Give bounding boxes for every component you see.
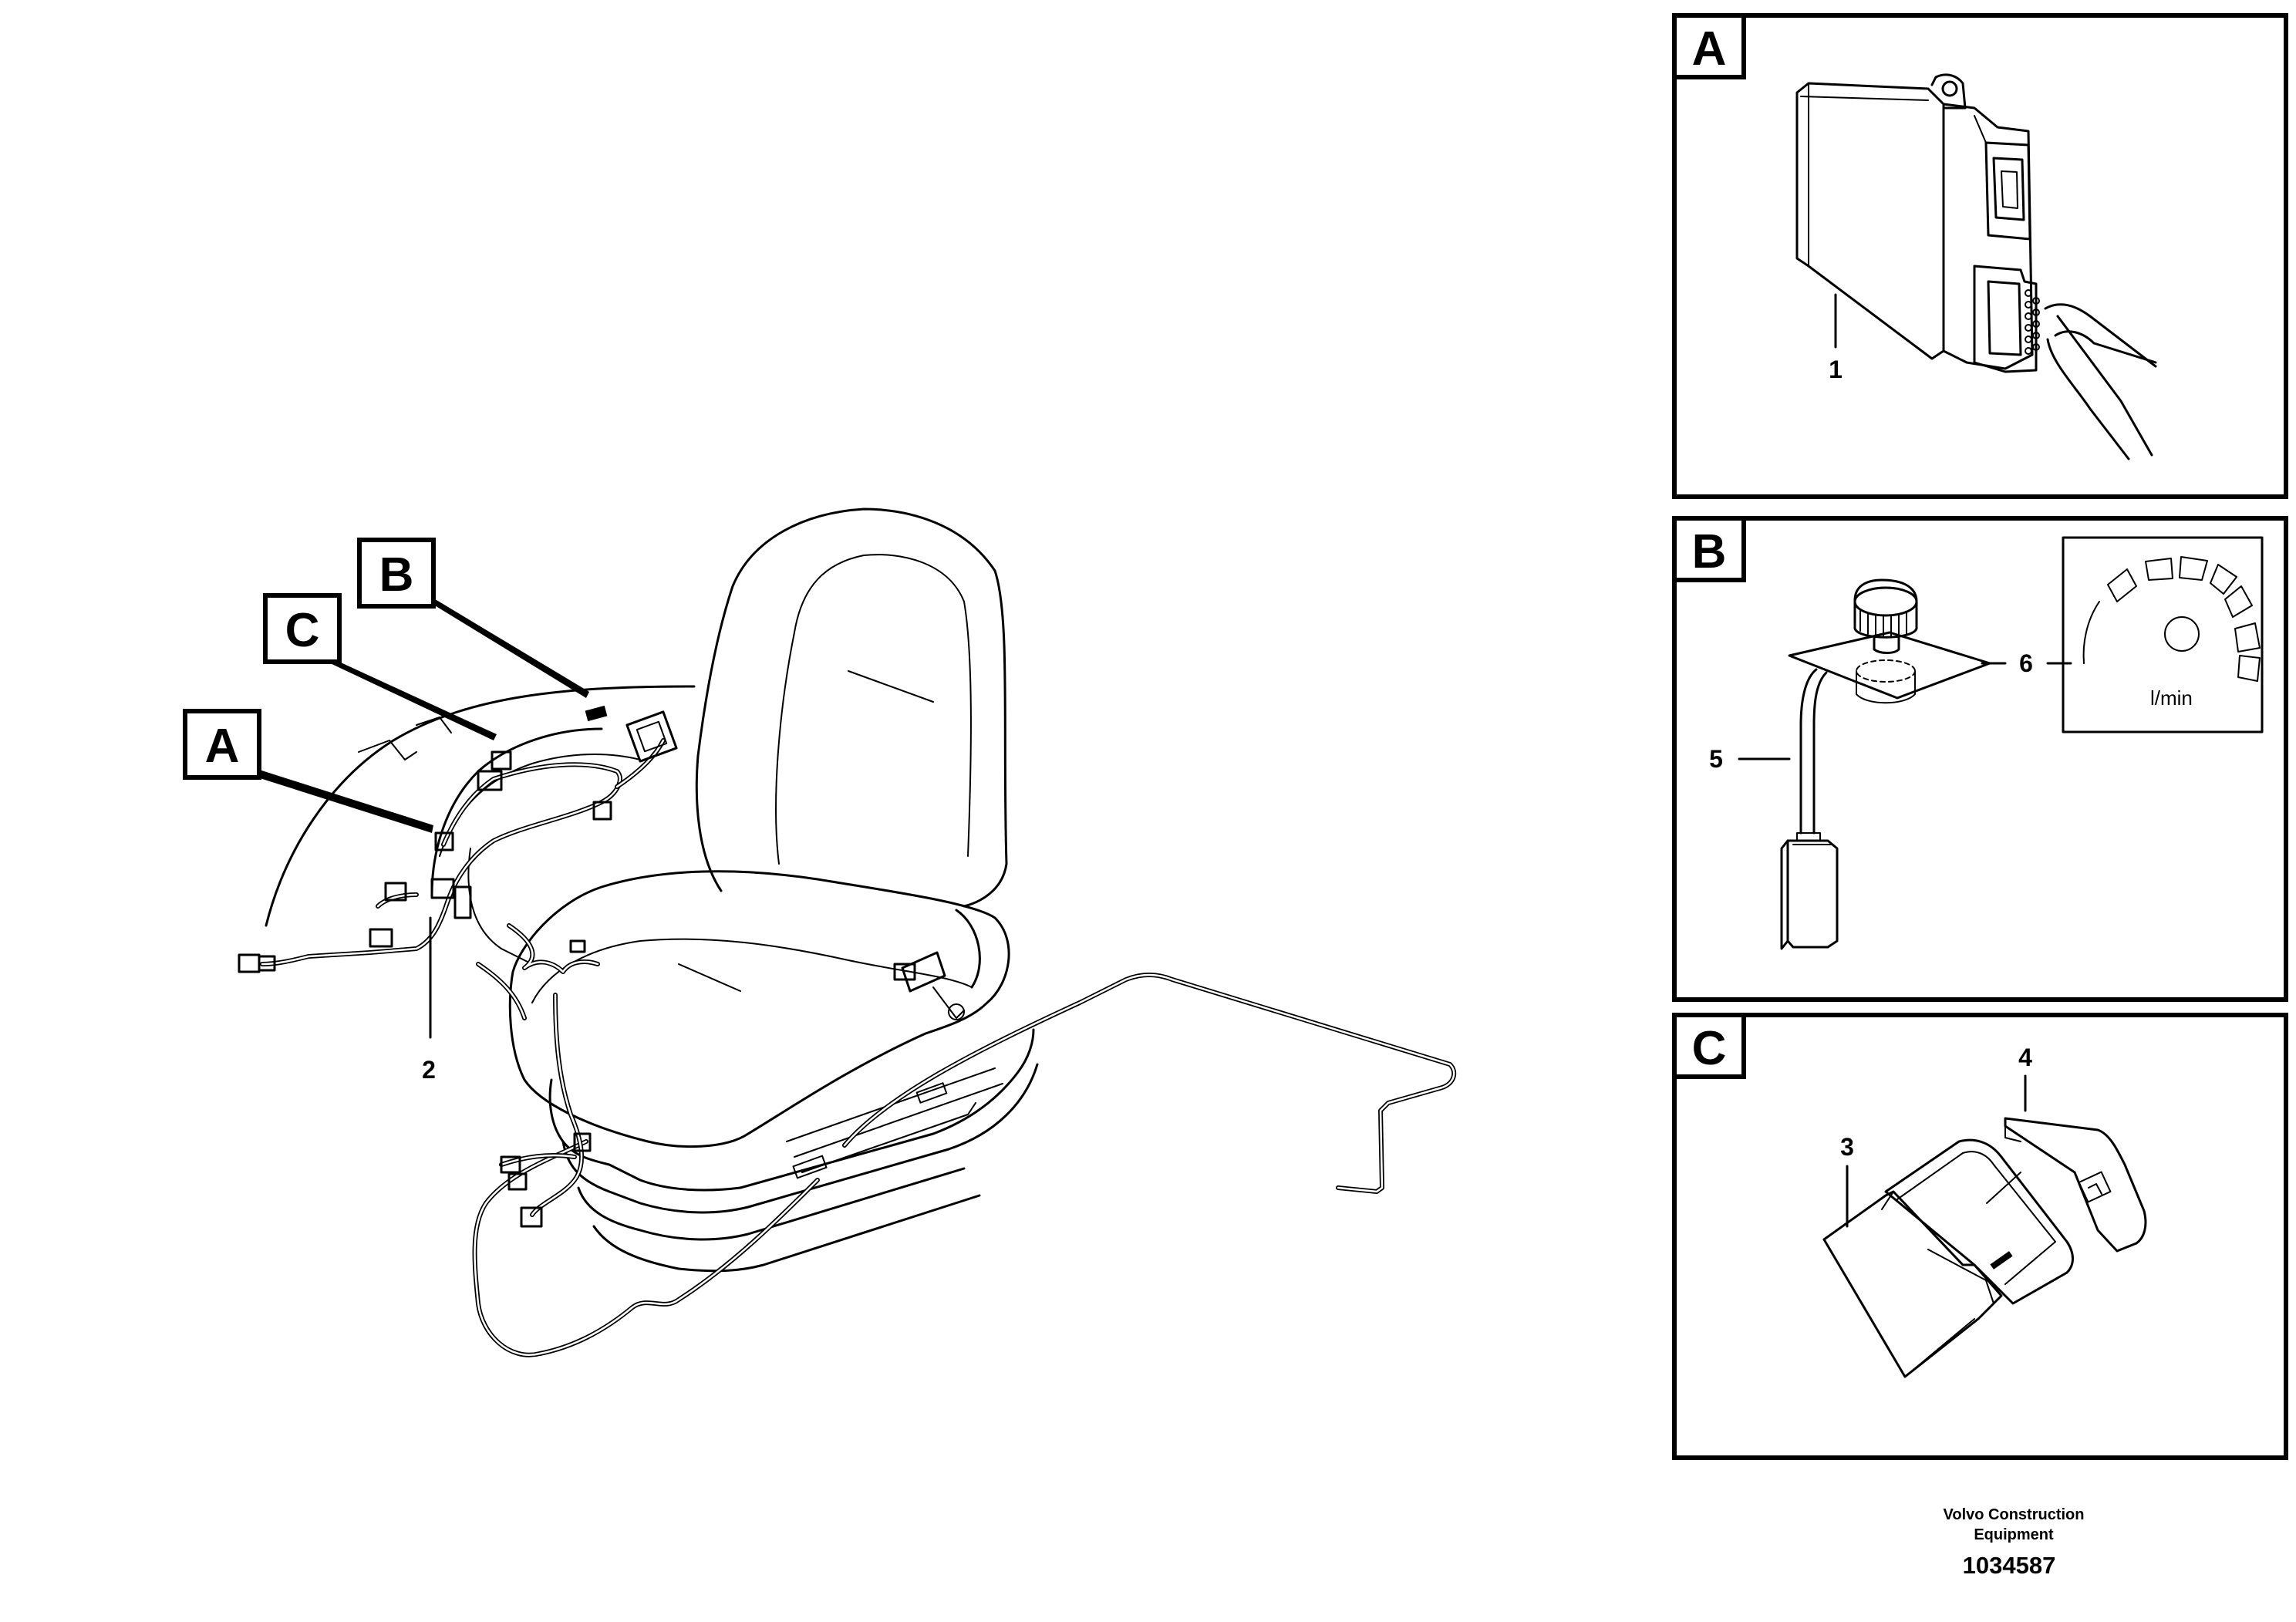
document-number: 1034587 (1963, 1552, 2056, 1579)
control-unit-icon (1795, 73, 2157, 460)
callout-3: 3 (1840, 1133, 1854, 1161)
callout-5: 5 (1709, 745, 1723, 773)
main-label-b: B (357, 538, 436, 609)
flow-unit-label: l/min (2150, 686, 2193, 710)
footer: Volvo Construction Equipment 1034587 (1944, 1506, 2085, 1579)
rocker-switch-icon (1822, 1117, 2147, 1378)
svg-text:A: A (205, 720, 240, 773)
main-label-a: A (183, 709, 261, 780)
panel-b-letter: B (1692, 525, 1727, 578)
seat-icon (508, 508, 1039, 1273)
company-line-1: Volvo Construction (1944, 1506, 2085, 1523)
connector-pins (2025, 289, 2040, 355)
main-label-c: C (263, 593, 342, 664)
callout-2: 2 (422, 1056, 436, 1084)
panel-c: C 3 4 (1672, 1013, 2288, 1460)
wiring-harness-icon (238, 705, 1457, 1357)
callout-4: 4 (2018, 1044, 2032, 1071)
callout-pointers (255, 595, 589, 1039)
svg-text:B: B (379, 548, 414, 602)
panel-a-letter: A (1692, 22, 1727, 76)
company-line-2: Equipment (1974, 1526, 2054, 1543)
panel-b: B 5 6 (1672, 516, 2288, 1002)
panel-c-letter: C (1692, 1022, 1727, 1075)
callout-1: 1 (1829, 356, 1843, 383)
svg-text:C: C (285, 604, 320, 657)
flow-gauge-icon: l/min (2062, 536, 2264, 733)
callout-6: 6 (2019, 649, 2033, 677)
panel-a: A (1672, 13, 2288, 499)
